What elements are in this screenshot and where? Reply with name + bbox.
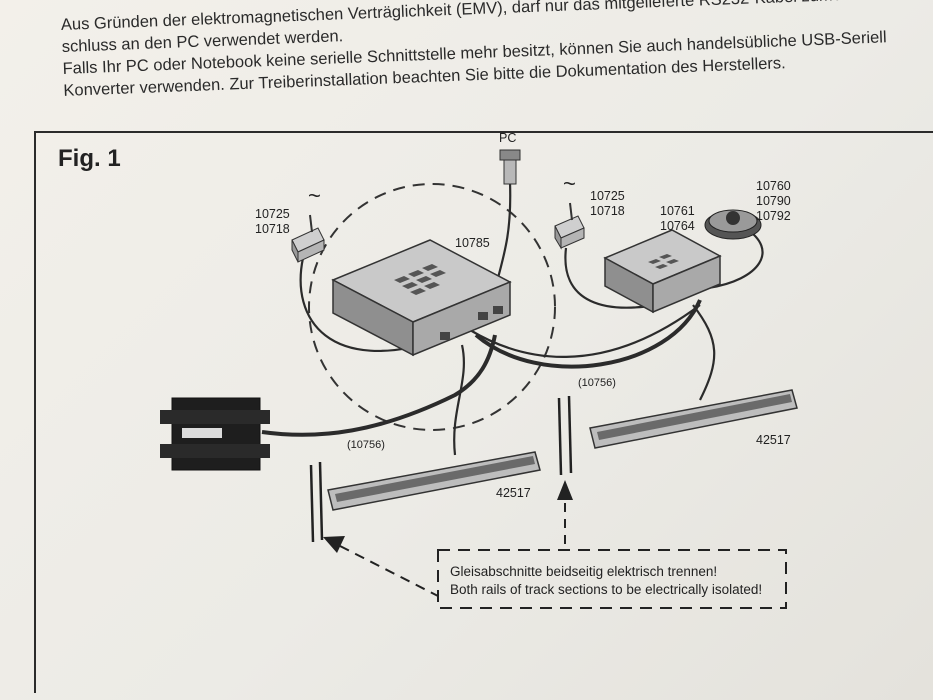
arrow-left-icon [323, 536, 439, 597]
track-right-feed [692, 304, 716, 401]
label-track-left: 42517 [496, 486, 531, 500]
decoder-cable [261, 334, 497, 437]
isolation-note: Gleisabschnitte beidseitig elektrisch tr… [450, 563, 790, 599]
controller-cable [707, 227, 764, 290]
label-cable-left: (10756) [347, 439, 385, 451]
isolation-marker-left [309, 461, 324, 543]
track-right-icon [589, 389, 798, 449]
label-pc: PC [499, 131, 517, 145]
label-tilde-right: ~ [563, 171, 576, 196]
label-transformer-right: 10725 10718 [590, 189, 625, 218]
label-transformer-left: 10725 10718 [255, 207, 290, 236]
note-box [437, 549, 787, 609]
booster-link-cable [469, 304, 701, 358]
isolation-marker-right [557, 395, 573, 476]
label-track-right: 42517 [756, 433, 791, 447]
booster-cable-thick [474, 299, 702, 369]
pc-connector-icon [499, 149, 521, 185]
decoder-icon [160, 397, 270, 471]
label-tilde-left: ~ [308, 183, 321, 208]
highlight-circle [308, 183, 556, 431]
note-line-de: Gleisabschnitte beidseitig elektrisch tr… [450, 564, 718, 579]
figure-title: Fig. 1 [58, 145, 121, 172]
label-central-unit: 10785 [455, 236, 490, 250]
controller-icon [704, 209, 762, 240]
label-controller: 10760 10790 10792 [756, 179, 791, 223]
transformer-left-icon [291, 214, 325, 263]
label-booster: 10761 10764 [660, 204, 695, 233]
track-left-feed [453, 344, 466, 456]
note-line-en: Both rails of track sections to be elect… [450, 582, 763, 597]
booster-icon [603, 229, 722, 314]
figure-frame [34, 131, 933, 693]
central-unit-icon [331, 239, 512, 357]
track-left-icon [327, 451, 541, 511]
label-cable-right: (10756) [578, 377, 616, 389]
transformer-right-icon [554, 202, 585, 250]
arrow-up-icon [557, 480, 573, 545]
